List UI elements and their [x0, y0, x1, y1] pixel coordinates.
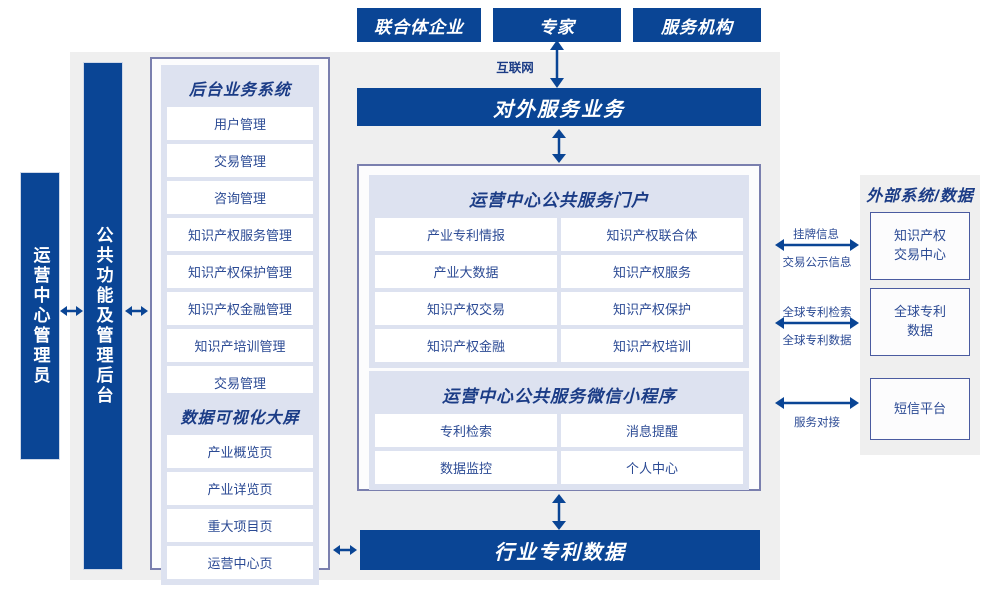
external-box-line2: 数据 — [906, 323, 933, 338]
external-system-box-global-patent-data[interactable]: 全球专利 数据 — [870, 288, 970, 356]
connector-arrow-global-patent-icon — [775, 316, 859, 330]
backend-system-title: 后台业务系统 — [188, 82, 291, 99]
connector-label-transaction-public-info: 交易公示信息 — [782, 257, 852, 269]
left-bar-label: 运营中心管理员 — [30, 246, 50, 386]
service-to-portal-arrow-icon — [550, 129, 568, 163]
list-item[interactable]: 知识产权联合体 — [561, 218, 743, 251]
list-item[interactable]: 知识产权服务 — [561, 255, 743, 288]
internet-label: 互联网 — [496, 61, 534, 75]
list-item[interactable]: 用户管理 — [167, 107, 313, 140]
list-item[interactable]: 产业专利情报 — [375, 218, 557, 251]
industry-patent-data-bar[interactable]: 行业专利数据 — [360, 530, 760, 570]
left-bar-operation-center-admin[interactable]: 运营中心管理员 — [20, 172, 60, 460]
public-portal-group: 运营中心公共服务门户 产业专利情报 知识产权联合体 产业大数据 知识产权服务 知… — [369, 175, 749, 368]
actor-label: 专家 — [539, 17, 575, 37]
mini-program-grid: 专利检索 消息提醒 数据监控 个人中心 — [375, 414, 743, 484]
connector-label-service-docking: 服务对接 — [794, 417, 840, 429]
backend-system-list: 用户管理 交易管理 咨询管理 知识产权服务管理 知识产权保护管理 知识产权金融管… — [167, 107, 313, 436]
left-bar-common-function-backend[interactable]: 公共功能及管理后台 — [83, 62, 123, 570]
mini-program-group: 运营中心公共服务微信小程序 专利检索 消息提醒 数据监控 个人中心 — [369, 371, 749, 490]
left-bar-label: 公共功能及管理后台 — [93, 226, 113, 406]
public-portal-grid: 产业专利情报 知识产权联合体 产业大数据 知识产权服务 知识产权交易 知识产权保… — [375, 218, 743, 362]
backend-system-group: 后台业务系统 用户管理 交易管理 咨询管理 知识产权服务管理 知识产权保护管理 … — [161, 65, 319, 442]
list-item[interactable]: 知识产权培训 — [561, 329, 743, 362]
admin-backend-arrow-icon — [60, 303, 83, 319]
external-box-line1: 全球专利 — [893, 304, 946, 320]
external-box-line1: 知识产权 — [893, 228, 946, 244]
actor-box-expert[interactable]: 专家 — [493, 8, 621, 42]
list-item[interactable]: 消息提醒 — [561, 414, 743, 447]
list-item[interactable]: 重大项目页 — [167, 509, 313, 542]
backend-leftpanel-arrow-icon — [125, 303, 148, 319]
connector-label-global-patent-search: 全球专利检索 — [782, 307, 852, 319]
external-service-bar[interactable]: 对外服务业务 — [357, 88, 761, 126]
external-box-line1: 短信平台 — [893, 400, 946, 416]
industry-patent-data-label: 行业专利数据 — [494, 541, 626, 564]
list-item[interactable]: 知识产权交易 — [375, 292, 557, 325]
actor-box-consortium[interactable]: 联合体企业 — [357, 8, 481, 42]
external-service-bar-label: 对外服务业务 — [493, 98, 625, 121]
list-item[interactable]: 知识产权金融管理 — [167, 292, 313, 325]
list-item[interactable]: 产业概览页 — [167, 435, 313, 468]
portal-to-industrydata-arrow-icon — [550, 494, 568, 530]
data-visualization-list: 产业概览页 产业详览页 重大项目页 运营中心页 — [167, 435, 313, 579]
list-item[interactable]: 知识产权保护管理 — [167, 255, 313, 288]
public-portal-title: 运营中心公共服务门户 — [469, 191, 649, 210]
actor-label: 服务机构 — [661, 17, 733, 37]
actor-label: 联合体企业 — [374, 17, 464, 37]
list-item[interactable]: 产业详览页 — [167, 472, 313, 505]
external-system-box-ip-exchange[interactable]: 知识产权 交易中心 — [870, 212, 970, 280]
mini-program-title: 运营中心公共服务微信小程序 — [442, 387, 676, 406]
external-systems-title: 外部系统/数据 — [866, 188, 974, 205]
list-item[interactable]: 知识产权金融 — [375, 329, 557, 362]
list-item[interactable]: 数据监控 — [375, 451, 557, 484]
list-item[interactable]: 专利检索 — [375, 414, 557, 447]
data-visualization-title: 数据可视化大屏 — [180, 410, 300, 427]
list-item[interactable]: 知识产权保护 — [561, 292, 743, 325]
list-item[interactable]: 知识产权服务管理 — [167, 218, 313, 251]
external-system-box-sms-platform[interactable]: 短信平台 — [870, 378, 970, 440]
external-box-line2: 交易中心 — [893, 247, 946, 262]
list-item[interactable]: 产业大数据 — [375, 255, 557, 288]
internet-arrow-icon — [548, 40, 566, 88]
list-item[interactable]: 咨询管理 — [167, 181, 313, 214]
list-item[interactable]: 运营中心页 — [167, 546, 313, 579]
data-visualization-group: 数据可视化大屏 产业概览页 产业详览页 重大项目页 运营中心页 — [161, 393, 319, 585]
connector-label-global-patent-data: 全球专利数据 — [782, 335, 852, 347]
connector-label-listing-info: 挂牌信息 — [793, 229, 839, 241]
list-item[interactable]: 个人中心 — [561, 451, 743, 484]
actor-box-service-agency[interactable]: 服务机构 — [633, 8, 761, 42]
leftpanel-industrydata-arrow-icon — [333, 542, 357, 558]
connector-arrow-ip-exchange-icon — [775, 238, 859, 252]
connector-arrow-sms-icon — [775, 396, 859, 410]
list-item[interactable]: 知识产培训管理 — [167, 329, 313, 362]
list-item[interactable]: 交易管理 — [167, 144, 313, 177]
